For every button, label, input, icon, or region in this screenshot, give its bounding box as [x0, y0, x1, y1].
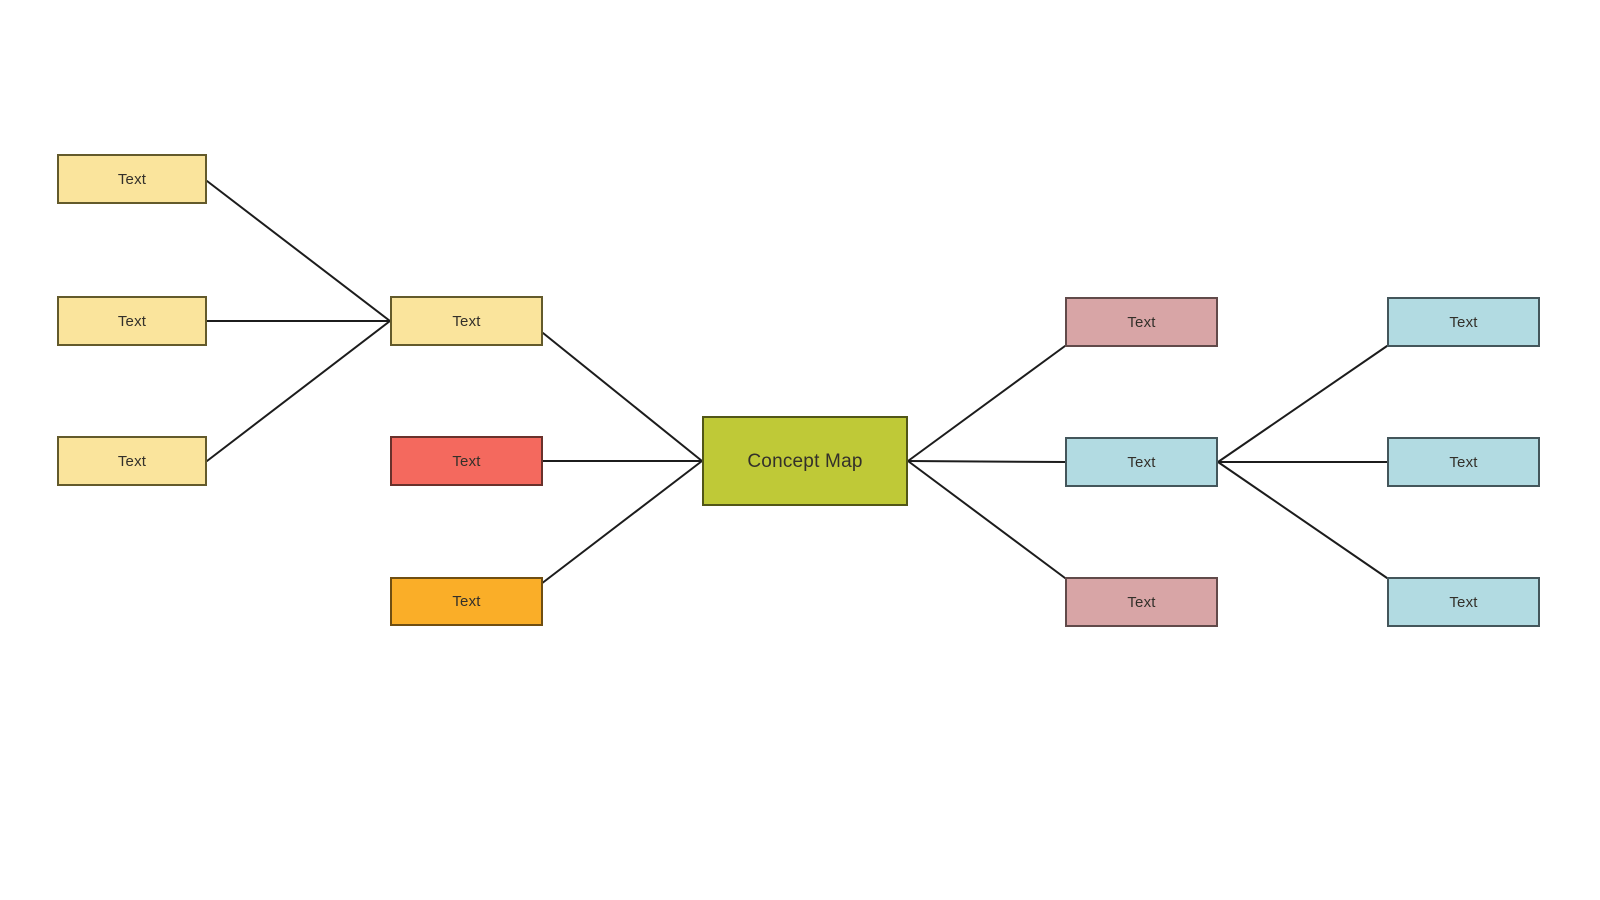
- node-right-pink-bottom[interactable]: Text: [1065, 577, 1218, 627]
- node-center[interactable]: Concept Map: [702, 416, 908, 506]
- node-label-right-pink-bottom: Text: [1127, 593, 1156, 611]
- node-label-left-red: Text: [452, 452, 481, 470]
- node-label-right-outer-top: Text: [1449, 313, 1478, 331]
- node-label-right-pink-top: Text: [1127, 313, 1156, 331]
- node-right-hub[interactable]: Text: [1065, 437, 1218, 487]
- node-right-outer-bottom[interactable]: Text: [1387, 577, 1540, 627]
- node-label-left-outer-bottom: Text: [117, 452, 147, 470]
- node-left-outer-top[interactable]: Text: [57, 154, 207, 204]
- node-label-left-outer-top: Text: [117, 170, 147, 188]
- node-label-center: Concept Map: [747, 450, 863, 472]
- node-right-pink-top[interactable]: Text: [1065, 297, 1218, 347]
- node-label-right-outer-middle: Text: [1449, 453, 1478, 471]
- node-left-orange[interactable]: Text: [390, 577, 543, 626]
- node-label-left-orange: Text: [452, 593, 481, 610]
- node-label-right-outer-bottom: Text: [1449, 593, 1478, 611]
- node-left-red[interactable]: Text: [390, 436, 543, 486]
- node-left-hub[interactable]: Text: [390, 296, 543, 346]
- node-label-right-hub: Text: [1127, 453, 1156, 471]
- node-left-outer-middle[interactable]: Text: [57, 296, 207, 346]
- node-left-outer-bottom[interactable]: Text: [57, 436, 207, 486]
- node-right-outer-middle[interactable]: Text: [1387, 437, 1540, 487]
- node-label-left-outer-middle: Text: [117, 312, 147, 330]
- node-right-outer-top[interactable]: Text: [1387, 297, 1540, 347]
- node-label-left-hub: Text: [452, 312, 481, 330]
